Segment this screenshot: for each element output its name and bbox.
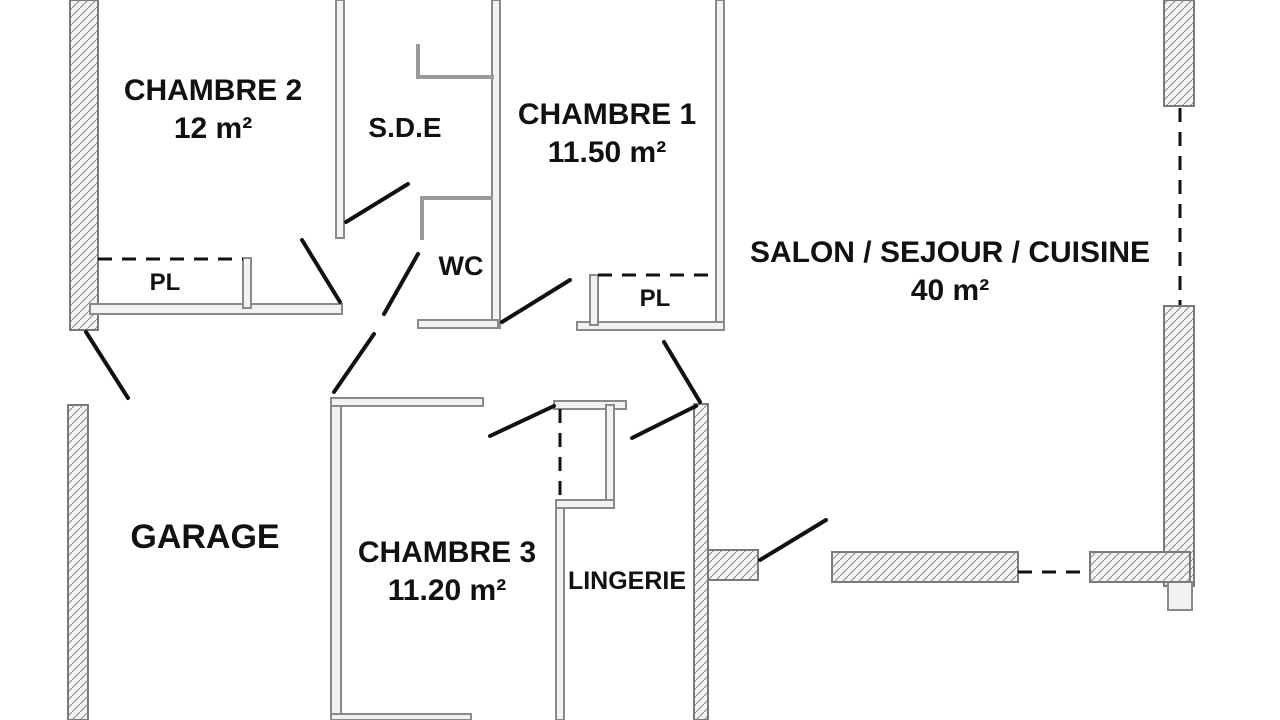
room-name-chambre2: CHAMBRE 2 bbox=[123, 74, 303, 107]
wall-chambre3-bottom bbox=[330, 713, 472, 720]
door-chambre3-lingerie bbox=[488, 404, 556, 438]
room-area-chambre2: 12 m² bbox=[173, 111, 253, 145]
room-label-pl-left: PL bbox=[130, 268, 200, 298]
door-chambre2 bbox=[300, 238, 342, 304]
wall-closet-right-divider bbox=[589, 274, 599, 326]
room-label-chambre3: CHAMBRE 3 11.20 m² bbox=[340, 534, 554, 609]
wall-chambre3-top bbox=[330, 397, 484, 407]
exterior-wall-left-upper bbox=[69, 0, 99, 331]
room-area-salon: 40 m² bbox=[910, 273, 990, 307]
room-label-pl-right: PL bbox=[620, 284, 690, 314]
room-area-chambre1: 11.50 m² bbox=[547, 135, 667, 169]
room-name-chambre3: CHAMBRE 3 bbox=[357, 536, 537, 569]
wall-lingerie-top bbox=[553, 400, 627, 410]
room-label-sde: S.D.E bbox=[352, 110, 458, 145]
room-label-garage: GARAGE bbox=[110, 516, 300, 559]
door-chambre1 bbox=[500, 278, 572, 324]
wall-lingerie-right bbox=[693, 403, 709, 720]
door-salon-entry bbox=[758, 518, 828, 562]
door-garage bbox=[84, 330, 130, 400]
door-sde bbox=[344, 182, 410, 224]
room-label-chambre1: CHAMBRE 1 11.50 m² bbox=[500, 96, 714, 171]
wall-right-stub bbox=[1167, 581, 1193, 611]
door-lingerie bbox=[630, 404, 698, 440]
room-name-chambre1: CHAMBRE 1 bbox=[517, 98, 697, 131]
room-name-sde: S.D.E bbox=[368, 112, 442, 143]
door-chambre3 bbox=[332, 332, 376, 394]
room-area-chambre3: 11.20 m² bbox=[387, 573, 507, 607]
room-name-lingerie: LINGERIE bbox=[567, 567, 687, 595]
exterior-wall-garage-left bbox=[67, 404, 89, 720]
exterior-wall-right-lower bbox=[1163, 305, 1195, 587]
wall-chambre1-right bbox=[715, 0, 725, 331]
door-wc bbox=[382, 252, 420, 316]
room-name-salon: SALON / SEJOUR / CUISINE bbox=[749, 236, 1151, 269]
room-label-wc: WC bbox=[428, 250, 494, 284]
wall-lingerie-closet-right bbox=[605, 404, 615, 506]
room-name-wc: WC bbox=[438, 251, 484, 281]
wall-lingerie-closet-bottom bbox=[555, 499, 615, 509]
room-name-pl-left: PL bbox=[149, 269, 181, 296]
wall-chambre2-sde bbox=[335, 0, 345, 239]
wall-sde-inner-notch bbox=[416, 44, 494, 79]
room-label-chambre2: CHAMBRE 2 12 m² bbox=[100, 72, 326, 147]
wall-wc-outline bbox=[420, 196, 493, 240]
exterior-wall-right-upper bbox=[1163, 0, 1195, 107]
room-label-salon: SALON / SEJOUR / CUISINE 40 m² bbox=[736, 234, 1164, 309]
wall-chambre1-bottom bbox=[576, 321, 725, 331]
wall-salon-bottom-segment bbox=[831, 551, 1019, 583]
room-label-lingerie: LINGERIE bbox=[562, 566, 692, 597]
wall-wc-bottom bbox=[417, 319, 499, 329]
room-name-pl-right: PL bbox=[639, 285, 671, 312]
wall-closet-left-divider bbox=[242, 257, 252, 309]
door-closet-right bbox=[662, 340, 702, 404]
room-name-garage: GARAGE bbox=[130, 518, 280, 556]
wall-lingerie-left bbox=[555, 501, 565, 720]
wall-chambre2-bottom bbox=[89, 303, 343, 315]
wall-lingerie-salon-corner bbox=[699, 549, 759, 581]
wall-salon-bottom-right bbox=[1089, 551, 1191, 583]
